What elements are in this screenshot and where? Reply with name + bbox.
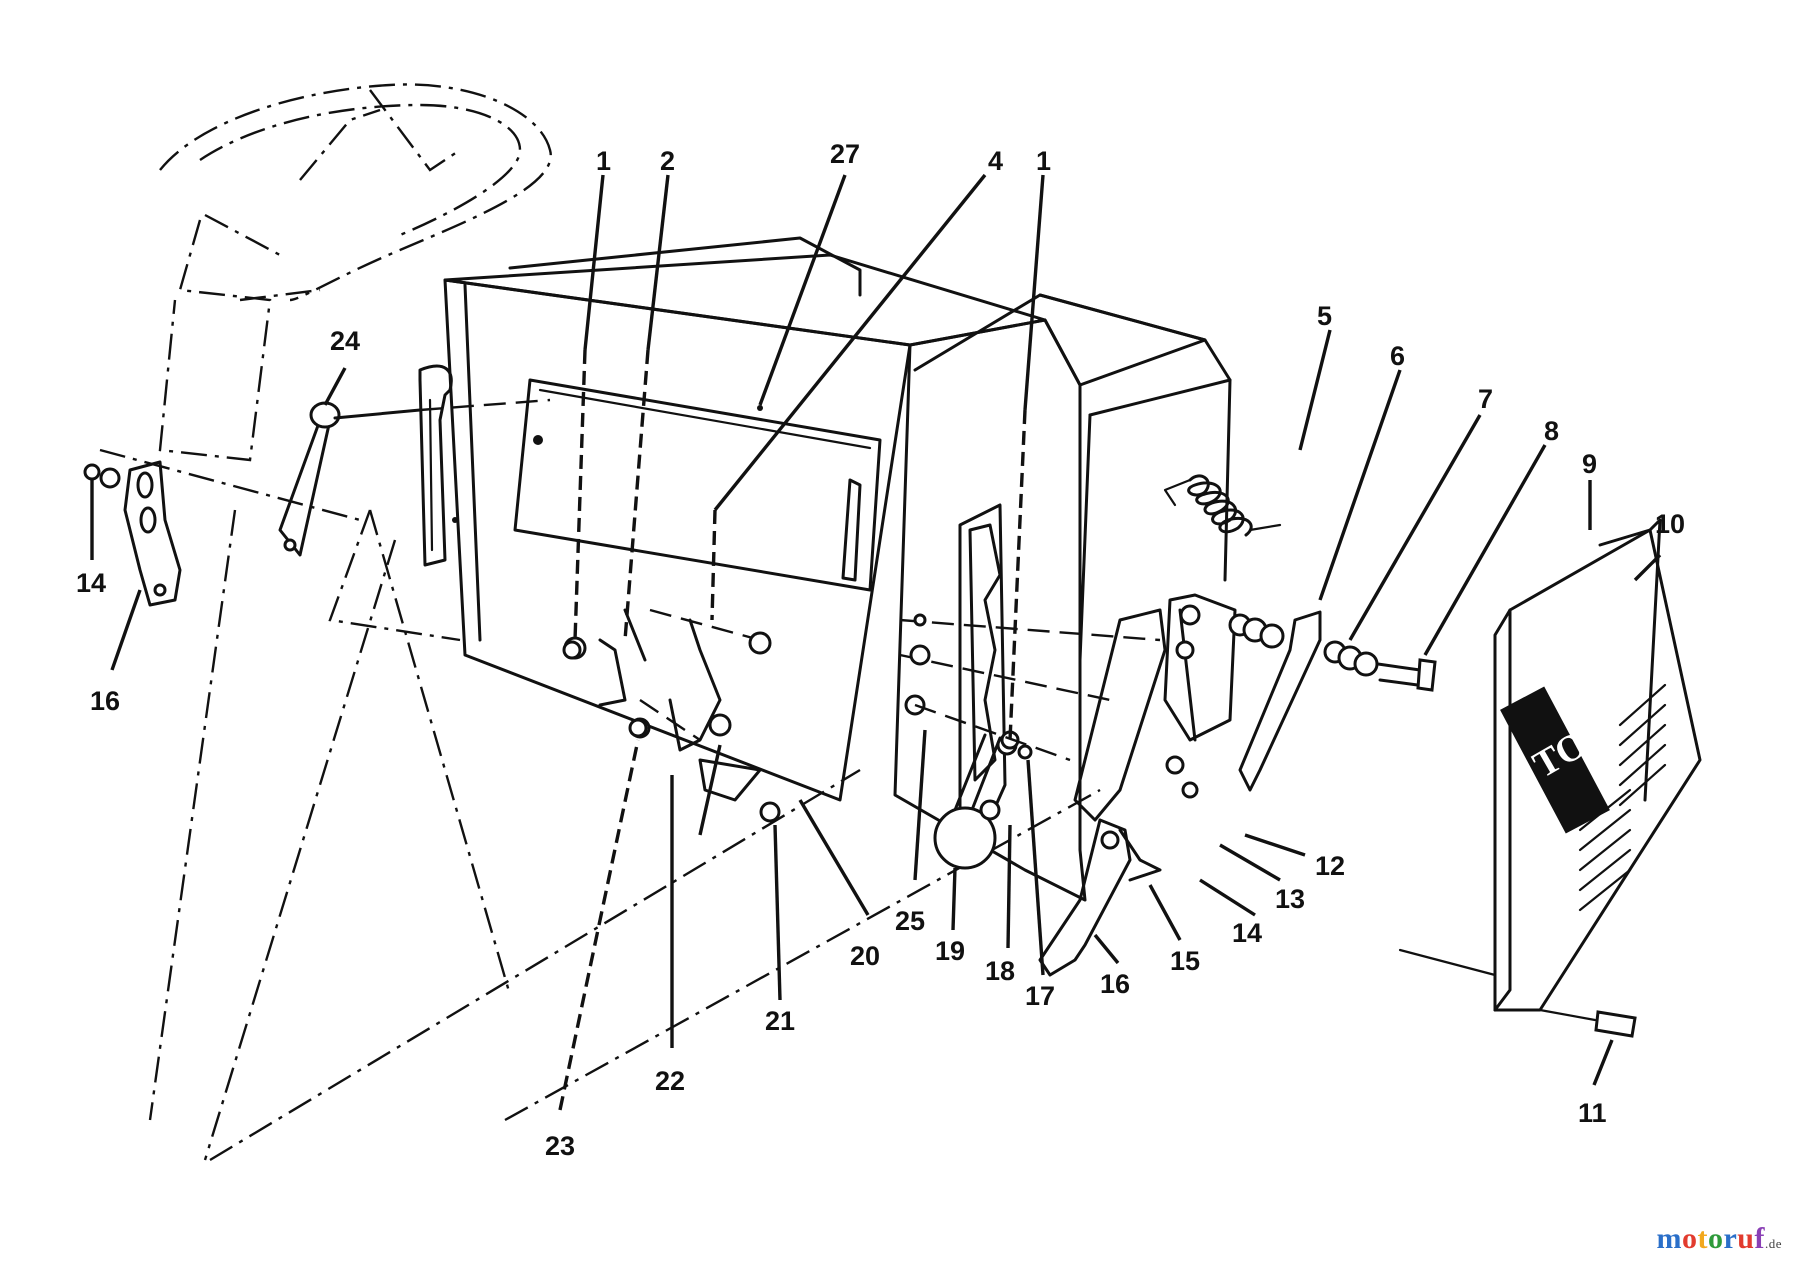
callout-14-right: 14 bbox=[1232, 918, 1262, 948]
callout-15: 15 bbox=[1170, 946, 1200, 976]
callout-23: 23 bbox=[545, 1131, 575, 1161]
watermark-letter: o bbox=[1681, 1222, 1698, 1255]
spring-5 bbox=[1163, 474, 1282, 537]
callout-6: 6 bbox=[1390, 341, 1405, 371]
callout-1-left: 1 bbox=[596, 146, 611, 176]
callout-labels: 1 2 27 4 1 5 6 7 8 9 10 24 14 16 12 13 1… bbox=[76, 139, 1685, 1161]
right-housing bbox=[893, 293, 1232, 902]
callout-18: 18 bbox=[985, 956, 1015, 986]
callout-17: 17 bbox=[1025, 981, 1055, 1011]
callout-20: 20 bbox=[850, 941, 880, 971]
callout-14-left: 14 bbox=[76, 568, 106, 598]
console-hardware bbox=[562, 613, 931, 738]
linkage-rod-24 bbox=[278, 398, 551, 557]
left-bracket-16 bbox=[83, 460, 182, 607]
callout-12: 12 bbox=[1315, 851, 1345, 881]
watermark-letter: r bbox=[1723, 1222, 1738, 1255]
watermark-letter: f bbox=[1754, 1222, 1765, 1255]
callout-19: 19 bbox=[935, 936, 965, 966]
console-dash-panel bbox=[418, 236, 1047, 823]
watermark-suffix: .de bbox=[1764, 1236, 1782, 1251]
callout-2: 2 bbox=[660, 146, 675, 176]
callout-11: 11 bbox=[1578, 1098, 1607, 1128]
callout-21: 21 bbox=[765, 1006, 795, 1036]
pedal-arm-assembly bbox=[1038, 593, 1237, 977]
callout-13: 13 bbox=[1275, 884, 1305, 914]
callout-27: 27 bbox=[830, 139, 860, 169]
callout-4: 4 bbox=[988, 146, 1003, 176]
watermark-letter: o bbox=[1707, 1222, 1724, 1255]
callout-9: 9 bbox=[1582, 449, 1597, 479]
watermark-letter: u bbox=[1737, 1222, 1755, 1255]
side-cover-9-10: TO bbox=[1398, 518, 1702, 1038]
pedal-6 bbox=[1228, 610, 1437, 792]
watermark-letter: t bbox=[1697, 1222, 1708, 1255]
callout-5: 5 bbox=[1317, 301, 1332, 331]
callout-24: 24 bbox=[330, 326, 360, 356]
callout-8: 8 bbox=[1544, 416, 1559, 446]
callout-10: 10 bbox=[1655, 509, 1685, 539]
watermark-text: motoruf bbox=[1656, 1222, 1765, 1255]
callout-leaders bbox=[90, 173, 1662, 1111]
callout-16-right: 16 bbox=[1100, 969, 1130, 999]
watermark-logo: motoruf.de bbox=[1656, 1222, 1782, 1256]
callout-22: 22 bbox=[655, 1066, 685, 1096]
frame-phantom bbox=[99, 448, 1101, 1162]
callout-1-right: 1 bbox=[1036, 146, 1051, 176]
callout-25: 25 bbox=[895, 906, 925, 936]
callout-16-left: 16 bbox=[90, 686, 120, 716]
steering-wheel-phantom bbox=[158, 83, 552, 462]
watermark-letter: m bbox=[1656, 1222, 1682, 1255]
callout-7: 7 bbox=[1478, 384, 1493, 414]
